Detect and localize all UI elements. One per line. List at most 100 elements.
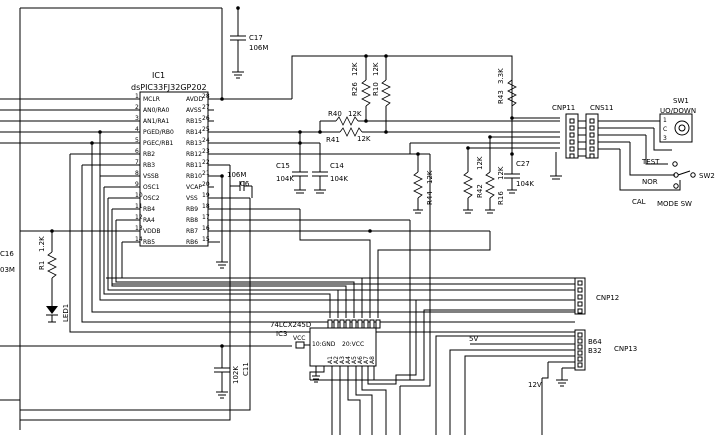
ic1-pin-name: AVDD [186,96,203,103]
ic1-pin-name: PGED/RB0 [143,129,174,136]
ic3-pin-label: A2 [333,356,340,364]
r16-ref: R16 [497,191,505,205]
lower-right-parts: R44 12K R42 12K R16 12K C27 104K [410,118,562,213]
cnp13-body [575,330,585,370]
ic1-pin-num: 19 [202,192,210,199]
sw2-switch: TEST NOR CAL MODE SW SW2 [632,158,715,208]
ic1-pin-num: 8 [135,170,139,177]
ic1-pin-num: 13 [135,225,143,232]
sw2-nor: NOR [642,178,658,186]
ic1-pin-name: RA4 [143,217,155,224]
ic1-pin-num: 11 [135,203,143,210]
c15-c14-caps: C15 104K C14 104K [276,132,348,193]
r40-ref: R40 [328,110,342,118]
ic1-pin-name: RB11 [186,162,202,169]
cns11-label: CNS11 [590,104,613,112]
ic1-pin-num: 3 [135,115,139,122]
sw1-switch: 1 C 3 SW1 UO/DOWN [660,97,696,142]
c17-ref: C17 [249,34,263,42]
ic1-pin-name: PGEC/RB1 [143,140,174,147]
c27-ref: C27 [516,160,530,168]
ic1-pin-num: 10 [135,192,143,199]
c16-value: 03M [0,266,15,274]
ic1-pin-num: 9 [135,181,139,188]
ic1-pin-num: 21 [202,170,210,177]
cnp11-cns11: CNP11 CNS11 [552,104,680,190]
c15-ref: C15 [276,162,290,170]
r44-ref: R44 [426,191,434,205]
ic1-pin-num: 7 [135,159,139,166]
ic1-part: dsPIC33FJ32GP202 [131,83,207,92]
c14-ref: C14 [330,162,344,170]
ic1-pin-num: 4 [135,126,139,133]
ic1-pin-name: RB5 [143,239,155,246]
ic1-pin-num: 23 [202,148,210,155]
rail-12v: 12V [528,381,542,389]
cnp11-label: CNP11 [552,104,575,112]
ic1-pin-name: RB14 [186,129,202,136]
ic3-part: 74LCX245D [270,321,311,329]
ic3-pin-label: A1 [327,356,334,364]
ic3-ref: IC3 [276,330,287,338]
ic1-pin-num: 27 [202,104,210,111]
ic1-pin-num: 17 [202,214,210,221]
ic3-pin-label: A3 [339,356,346,364]
ic3-vcc-label: VCC [293,335,305,342]
ic1-pin-name: VDDB [143,228,160,235]
c6-value: 106M [227,171,246,179]
ic1-pin-name: AN1/RA1 [143,118,169,125]
ic1-pin-name: RB4 [143,206,155,213]
ic1-pin-num: 12 [135,214,143,221]
ic1-pin-name: OSC1 [143,184,160,191]
ic1-pin-num: 22 [202,159,210,166]
c27-value: 104K [516,180,534,188]
ic1-pin-name: RB3 [143,162,155,169]
ic1-pin-name: RB2 [143,151,155,158]
ic1-pin-name: VSS [186,195,198,202]
ic1-pin-name: VCAP [186,184,202,191]
ic1-body [140,92,208,246]
svg-text:C: C [663,126,667,133]
sw1-body [660,114,692,142]
ic1-pin-num: 20 [202,181,210,188]
r40-value: 12K [348,110,362,118]
c17-cap: C17 106M [20,6,268,430]
ic1-pin-name: RB6 [186,239,198,246]
series-resistors: R40 12K R41 12K [298,110,560,144]
ic3-gnd: 10:GND [312,341,336,348]
ic1-pin-num: 25 [202,126,210,133]
sw2-cal: CAL [632,198,646,206]
ic1-pin-name: MCLR [143,96,160,103]
ic3-pin-label: A7 [363,356,370,364]
r43-ref: R43 [497,90,505,104]
ic1-right-wires: 106M C6 [20,56,512,420]
ic3-output-wires: 5V 12V [332,300,575,435]
r1-value: 1.2K [38,236,46,252]
ic1-pin-name: RB7 [186,228,198,235]
ic1-left-wires [0,99,575,332]
ic1-pin-name: AN0/RA0 [143,107,169,114]
ic3-pin-label: A6 [357,356,364,364]
ic3-pin-label: A8 [369,356,376,364]
ic1-pin-num: 14 [135,236,143,243]
ic1-pin-name: RB10 [186,173,202,180]
sw1-desc: UO/DOWN [660,107,696,115]
c11-value: 102K [232,366,240,384]
c6-ref: C6 [240,180,250,188]
rail-5v: 5V [469,335,478,343]
sw2-test: TEST [641,158,660,166]
ic1-pin-num: 16 [202,225,210,232]
svg-text:1: 1 [663,117,667,124]
sw1-ref: SW1 [673,97,689,105]
c17-value: 106M [249,44,268,52]
ic3-vcc: 20:VCC [342,341,364,348]
ic1-pin-num: 18 [202,203,210,210]
ic1-pin-name: AVSS [186,107,202,114]
svg-text:3: 3 [663,135,667,142]
r26-value: 12K [351,62,359,76]
c16-ref: C16 [0,250,14,258]
sw2-ref: SW2 [699,172,715,180]
r10-ref: R10 [372,82,380,96]
